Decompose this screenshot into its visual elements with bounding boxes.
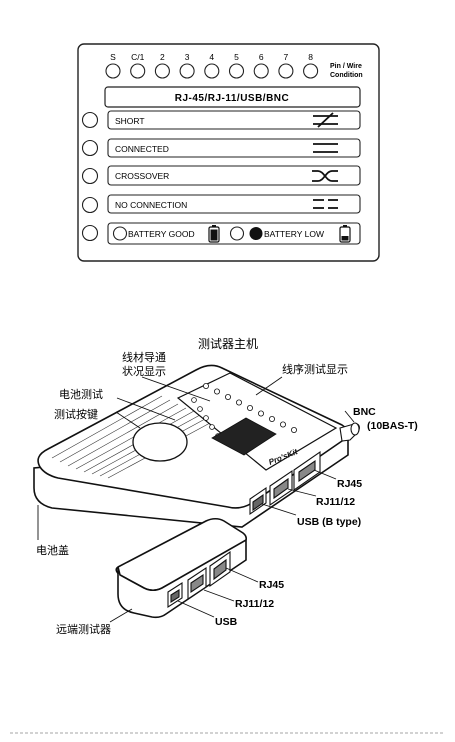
device-illustration: 测试器主机 Pro'sKi bbox=[34, 336, 418, 636]
led-label: 7 bbox=[284, 52, 289, 62]
status-box-short bbox=[108, 111, 360, 129]
leader-remote-unit bbox=[110, 609, 132, 622]
label-usb-remote: USB bbox=[215, 616, 238, 628]
led-label: 8 bbox=[308, 52, 313, 62]
label-test-button: 测试按键 bbox=[54, 407, 98, 421]
pin-led bbox=[205, 64, 219, 78]
leader-rj45-remote bbox=[226, 568, 258, 582]
status-row-crossover: CROSSOVER bbox=[83, 166, 361, 185]
status-display-led bbox=[192, 398, 197, 403]
battery-row-led bbox=[83, 226, 98, 241]
status-display-led bbox=[198, 407, 203, 412]
led-panel: S C/1 2 3 4 5 6 7 8 Pin / Wire Condition RJ-45/R… bbox=[78, 44, 379, 261]
display-led bbox=[280, 422, 285, 427]
battery-low-led bbox=[250, 227, 263, 240]
label-rj45-remote: RJ45 bbox=[259, 579, 284, 591]
pin-led bbox=[304, 64, 318, 78]
mode-label: RJ-45/RJ-11/USB/BNC bbox=[175, 93, 290, 104]
status-label-connected: CONNECTED bbox=[115, 144, 169, 154]
label-sequence-display: 线序测试显示 bbox=[282, 362, 348, 376]
display-led bbox=[258, 411, 263, 416]
status-row-connected: CONNECTED bbox=[83, 139, 361, 157]
status-led-crossover bbox=[83, 169, 98, 184]
main-unit-title: 测试器主机 bbox=[198, 336, 258, 351]
battery-low-label: BATTERY LOW bbox=[264, 229, 324, 239]
leader-rj11-remote bbox=[204, 590, 234, 601]
display-led bbox=[291, 427, 296, 432]
led-label: 2 bbox=[160, 52, 165, 62]
battery-good-label: BATTERY GOOD bbox=[128, 229, 195, 239]
display-led bbox=[269, 416, 274, 421]
display-led bbox=[225, 394, 230, 399]
pin-led bbox=[279, 64, 293, 78]
pin-condition-label-1: Pin / Wire bbox=[330, 63, 362, 70]
status-display-led bbox=[210, 425, 215, 430]
status-led-short bbox=[83, 113, 98, 128]
status-label-crossover: CROSSOVER bbox=[115, 171, 169, 181]
led-label: 3 bbox=[185, 52, 190, 62]
pin-led bbox=[155, 64, 169, 78]
status-display-led bbox=[204, 416, 209, 421]
label-usb-main: USB (B type) bbox=[297, 516, 361, 528]
led-label: 4 bbox=[209, 52, 214, 62]
display-led bbox=[236, 400, 241, 405]
label-rj45-main: RJ45 bbox=[337, 478, 362, 490]
label-wire-status-2: 状况显示 bbox=[122, 364, 166, 378]
label-rj11-remote: RJ11/12 bbox=[235, 598, 274, 610]
label-rj11-main: RJ11/12 bbox=[316, 496, 355, 508]
pin-led bbox=[230, 64, 244, 78]
pin-led bbox=[131, 64, 145, 78]
label-battery-cover: 电池盖 bbox=[36, 543, 69, 557]
display-led bbox=[247, 405, 252, 410]
status-led-no-connection bbox=[83, 198, 98, 213]
display-led bbox=[214, 389, 219, 394]
status-label-no-connection: NO CONNECTION bbox=[115, 200, 187, 210]
pin-led bbox=[180, 64, 194, 78]
battery-row: BATTERY GOOD BATTERY LOW bbox=[83, 223, 361, 244]
battery-full-icon bbox=[209, 225, 219, 242]
led-label: S bbox=[110, 52, 116, 62]
pin-led bbox=[254, 64, 268, 78]
label-bnc-type: (10BAS-T) bbox=[367, 420, 418, 432]
pin-led bbox=[106, 64, 120, 78]
test-button bbox=[133, 423, 187, 461]
label-battery-test: 电池测试 bbox=[59, 388, 103, 401]
led-label: 5 bbox=[234, 52, 239, 62]
status-row-short: SHORT bbox=[83, 111, 361, 129]
battery-low-outline-led bbox=[231, 227, 244, 240]
display-led bbox=[203, 383, 208, 388]
pin-condition-label-2: Condition bbox=[330, 72, 363, 79]
status-led-connected bbox=[83, 141, 98, 156]
leader-usb-remote bbox=[178, 601, 214, 617]
label-remote-unit: 远端测试器 bbox=[56, 623, 111, 636]
status-row-no-connection: NO CONNECTION bbox=[83, 195, 361, 213]
label-bnc: BNC bbox=[353, 406, 376, 418]
led-label: 6 bbox=[259, 52, 264, 62]
battery-good-led bbox=[114, 227, 127, 240]
battery-low-icon bbox=[340, 225, 350, 242]
led-label: C/1 bbox=[131, 52, 145, 62]
status-label-short: SHORT bbox=[115, 116, 145, 126]
led-row: S C/1 2 3 4 5 6 7 8 bbox=[106, 52, 318, 78]
label-wire-status-1: 线材导通 bbox=[122, 350, 166, 364]
